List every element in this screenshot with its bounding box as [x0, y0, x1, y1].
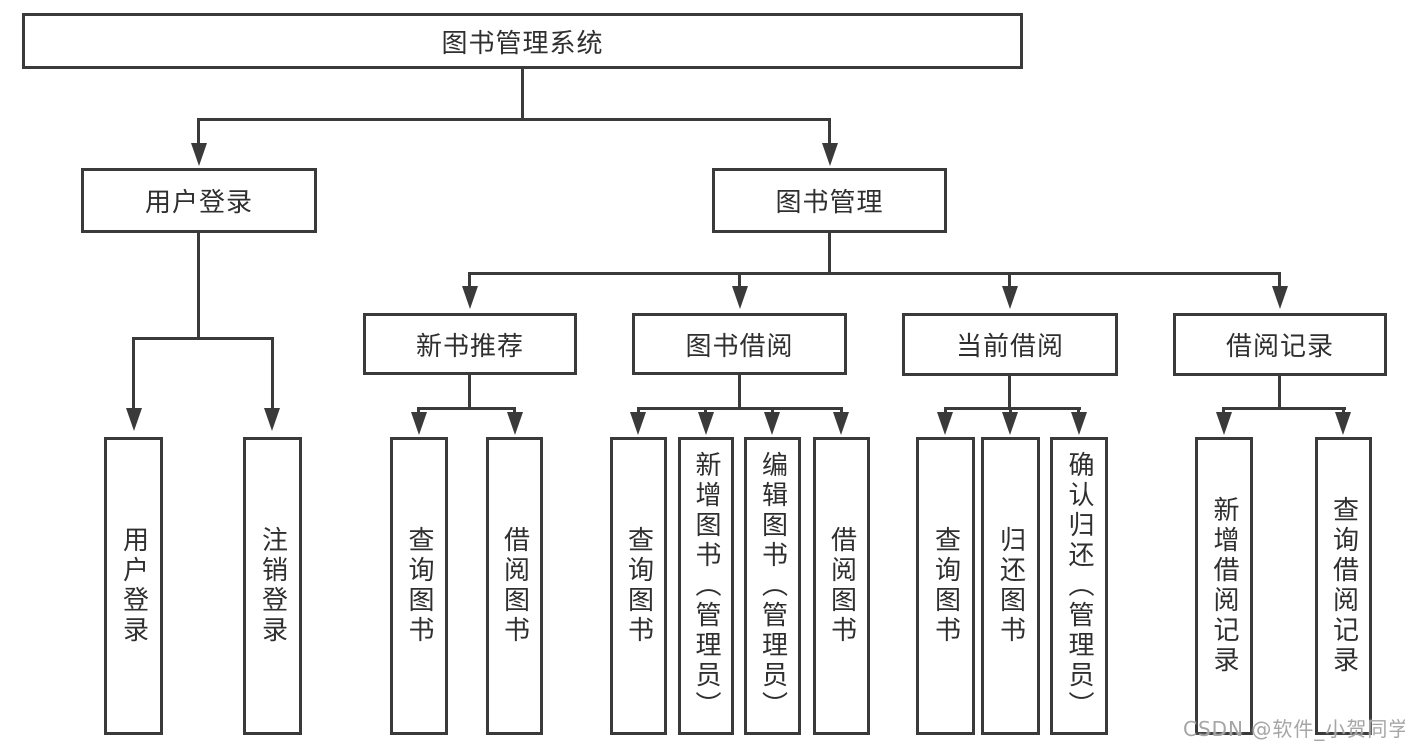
connector-line [1077, 407, 1080, 414]
connector-line [1222, 407, 1225, 414]
arrow-down-icon [1071, 412, 1087, 435]
arrow-down-icon [264, 408, 280, 431]
connector-line [417, 407, 420, 414]
node-current-borrowing: 当前借阅 [902, 313, 1118, 376]
arrow-down-icon [764, 412, 780, 435]
leaf-add-book-admin: 新增图书（管理员） [678, 437, 734, 735]
leaf-label: 归还图书 [995, 526, 1026, 646]
node-new-book-recommendation: 新书推荐 [363, 313, 577, 375]
connector-line [1009, 407, 1012, 414]
connector-line [637, 407, 843, 410]
leaf-query-books-current: 查询图书 [916, 437, 975, 735]
node-library-management-system: 图书管理系统 [22, 13, 1023, 69]
leaf-query-borrow-record: 查询借阅记录 [1315, 437, 1372, 735]
connector-line [738, 272, 741, 288]
leaf-label: 借阅图书 [499, 526, 530, 646]
connector-line [468, 272, 471, 288]
connector-line [828, 233, 831, 272]
connector-line [1278, 272, 1281, 288]
arrow-down-icon [411, 412, 427, 435]
leaf-query-books-borrow: 查询图书 [610, 437, 667, 735]
leaf-label: 查询图书 [623, 526, 654, 646]
connector-line [840, 407, 843, 414]
leaf-label: 查询图书 [930, 526, 961, 646]
connector-line [197, 118, 200, 145]
arrow-down-icon [732, 286, 748, 309]
arrow-down-icon [833, 412, 849, 435]
connector-line [197, 232, 200, 337]
watermark: CSDN @软件_小贺同学 [1183, 717, 1405, 741]
leaf-label: 用户登录 [118, 526, 149, 646]
connector-line [468, 375, 471, 407]
leaf-label: 注销登录 [257, 526, 288, 646]
connector-line [197, 118, 831, 121]
arrow-down-icon [1002, 286, 1018, 309]
leaf-label: 查询借阅记录 [1328, 496, 1359, 676]
leaf-borrow-books: 借阅图书 [813, 437, 870, 735]
node-book-borrowing: 图书借阅 [632, 313, 847, 375]
connector-line [271, 337, 274, 410]
leaf-logout: 注销登录 [243, 437, 302, 735]
leaf-label: 借阅图书 [826, 526, 857, 646]
connector-line [1278, 375, 1281, 407]
connector-line [738, 375, 741, 407]
connector-line [828, 118, 831, 145]
arrow-down-icon [126, 408, 142, 431]
connector-line [417, 407, 516, 410]
leaf-label: 新增图书（管理员） [691, 451, 721, 721]
node-borrowing-records: 借阅记录 [1173, 313, 1387, 376]
connector-line [521, 69, 524, 118]
arrow-down-icon [1272, 286, 1288, 309]
leaf-borrow-books-recommend: 借阅图书 [486, 437, 543, 735]
arrow-down-icon [1335, 412, 1351, 435]
connector-line [704, 407, 707, 414]
arrow-down-icon [462, 286, 478, 309]
leaf-user-login: 用户登录 [104, 437, 163, 735]
connector-line [771, 407, 774, 414]
leaf-label: 编辑图书（管理员） [757, 451, 788, 721]
arrow-down-icon [630, 412, 646, 435]
connector-line [513, 407, 516, 414]
arrow-down-icon [191, 143, 207, 166]
leaf-label: 确认归还（管理员） [1064, 451, 1094, 721]
leaf-return-book: 归还图书 [981, 437, 1040, 735]
connector-line [944, 407, 1081, 410]
leaf-confirm-return-admin: 确认归还（管理员） [1050, 437, 1108, 735]
connector-line [637, 407, 640, 414]
leaf-add-borrow-record: 新增借阅记录 [1195, 437, 1253, 735]
arrow-down-icon [822, 143, 838, 166]
connector-line [1008, 272, 1011, 288]
connector-line [132, 337, 135, 410]
node-book-management: 图书管理 [712, 168, 947, 233]
leaf-edit-book-admin: 编辑图书（管理员） [744, 437, 801, 735]
arrow-down-icon [937, 412, 953, 435]
connector-line [944, 407, 947, 414]
leaf-label: 查询图书 [404, 526, 434, 646]
arrow-down-icon [1002, 412, 1018, 435]
arrow-down-icon [698, 412, 714, 435]
arrow-down-icon [1216, 412, 1232, 435]
connector-line [132, 337, 274, 340]
connector-line [1222, 407, 1346, 410]
connector-line [1342, 407, 1345, 414]
leaf-label: 新增借阅记录 [1209, 496, 1239, 676]
connector-line [468, 272, 1281, 275]
node-user-login: 用户登录 [81, 168, 317, 233]
leaf-query-books-recommend: 查询图书 [390, 437, 448, 735]
arrow-down-icon [507, 412, 523, 435]
connector-line [1008, 375, 1011, 407]
